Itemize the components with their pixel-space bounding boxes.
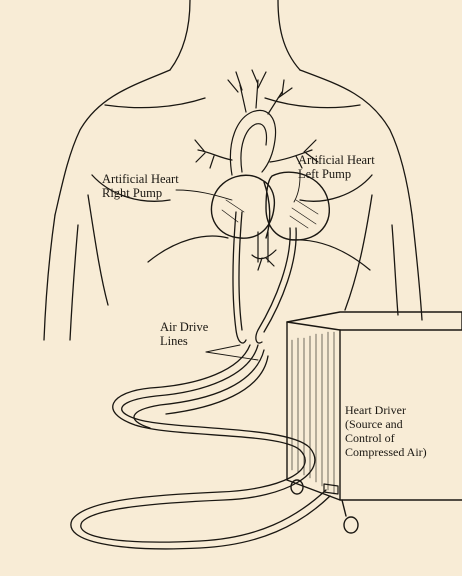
cabinet-side-hatching: [292, 332, 334, 494]
drive-line-2: [239, 212, 242, 330]
right-shoulder: [300, 70, 412, 215]
cabinet-top: [287, 312, 462, 330]
left-pulmonary: [195, 140, 232, 168]
left-arm-inner: [70, 225, 78, 340]
branch-3: [268, 80, 292, 114]
label-leader-air-1: [206, 345, 240, 352]
neck-left: [170, 0, 190, 70]
label-left-pump: Artificial Heart Left Pump: [298, 153, 375, 181]
tube-coil-inner: [81, 345, 326, 542]
label-right-pump-line1: Artificial Heart: [102, 172, 179, 186]
right-clavicle: [265, 98, 360, 108]
drive-line-4: [264, 228, 296, 332]
branch-2: [252, 70, 266, 108]
wheel-right: [344, 517, 358, 533]
label-right-pump-line2: Right Pump: [102, 186, 179, 200]
label-left-pump-line1: Artificial Heart: [298, 153, 375, 167]
label-leader-air-2: [206, 352, 258, 360]
aorta-arch: [230, 110, 275, 175]
label-heart-driver-line2: (Source and: [345, 417, 427, 431]
drive-line-3: [256, 228, 290, 343]
right-arm-inner: [392, 225, 398, 315]
wheel-mount: [342, 500, 346, 516]
label-air-drive-line1: Air Drive: [160, 320, 208, 334]
left-pump-shape: [266, 172, 329, 240]
left-torso-side: [88, 195, 108, 305]
branch-1: [228, 72, 246, 112]
label-heart-driver: Heart Driver (Source and Control of Comp…: [345, 403, 427, 459]
air-drive-lines: [71, 212, 330, 549]
right-arm-outer: [412, 215, 422, 320]
label-right-pump: Artificial Heart Right Pump: [102, 172, 179, 200]
cabinet-port: [324, 484, 338, 494]
label-air-drive-line2: Lines: [160, 334, 208, 348]
label-heart-driver-line3: Control of: [345, 431, 427, 445]
lower-vessel: [252, 250, 276, 270]
label-heart-driver-line4: Compressed Air): [345, 445, 427, 459]
diaphragm: [148, 236, 370, 270]
label-air-drive-lines: Air Drive Lines: [160, 320, 208, 348]
left-clavicle: [105, 98, 205, 108]
right-torso-side: [345, 195, 372, 310]
cabinet-bottom: [287, 480, 462, 500]
tube-coil-outer: [71, 345, 330, 549]
left-arm-outer: [44, 215, 55, 340]
aorta-inner: [241, 124, 267, 172]
label-leader-right: [176, 190, 232, 200]
label-left-pump-line2: Left Pump: [298, 167, 375, 181]
label-heart-driver-line1: Heart Driver: [345, 403, 427, 417]
neck-right: [278, 0, 300, 70]
heart-pumps: [176, 172, 329, 240]
